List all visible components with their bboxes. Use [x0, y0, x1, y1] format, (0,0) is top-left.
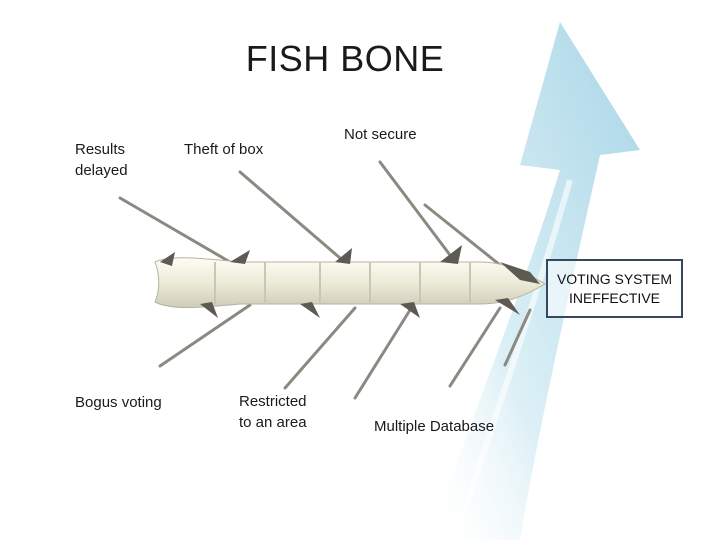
arrow-highlight	[452, 179, 573, 540]
page-title: FISH BONE	[245, 38, 445, 79]
cause-bogus-voting: Bogus voting	[75, 394, 162, 411]
spine-spikes	[160, 245, 540, 318]
cause-restricted-area: Restricted to an area	[239, 393, 307, 431]
lower-ribs	[158, 303, 532, 400]
upper-ribs	[118, 160, 502, 267]
spine-segments	[214, 262, 471, 304]
effect-box: VOTING SYSTEM INEFFECTIVE	[546, 259, 683, 318]
cause-theft-of-box: Theft of box	[184, 141, 264, 158]
cause-not-secure: Not secure	[344, 126, 417, 143]
cause-results-delayed: Results delayed	[75, 141, 128, 179]
fish-spine	[154, 257, 546, 308]
effect-label: VOTING SYSTEM INEFFECTIVE	[556, 270, 673, 306]
cause-multiple-database: Multiple Database	[374, 418, 495, 435]
